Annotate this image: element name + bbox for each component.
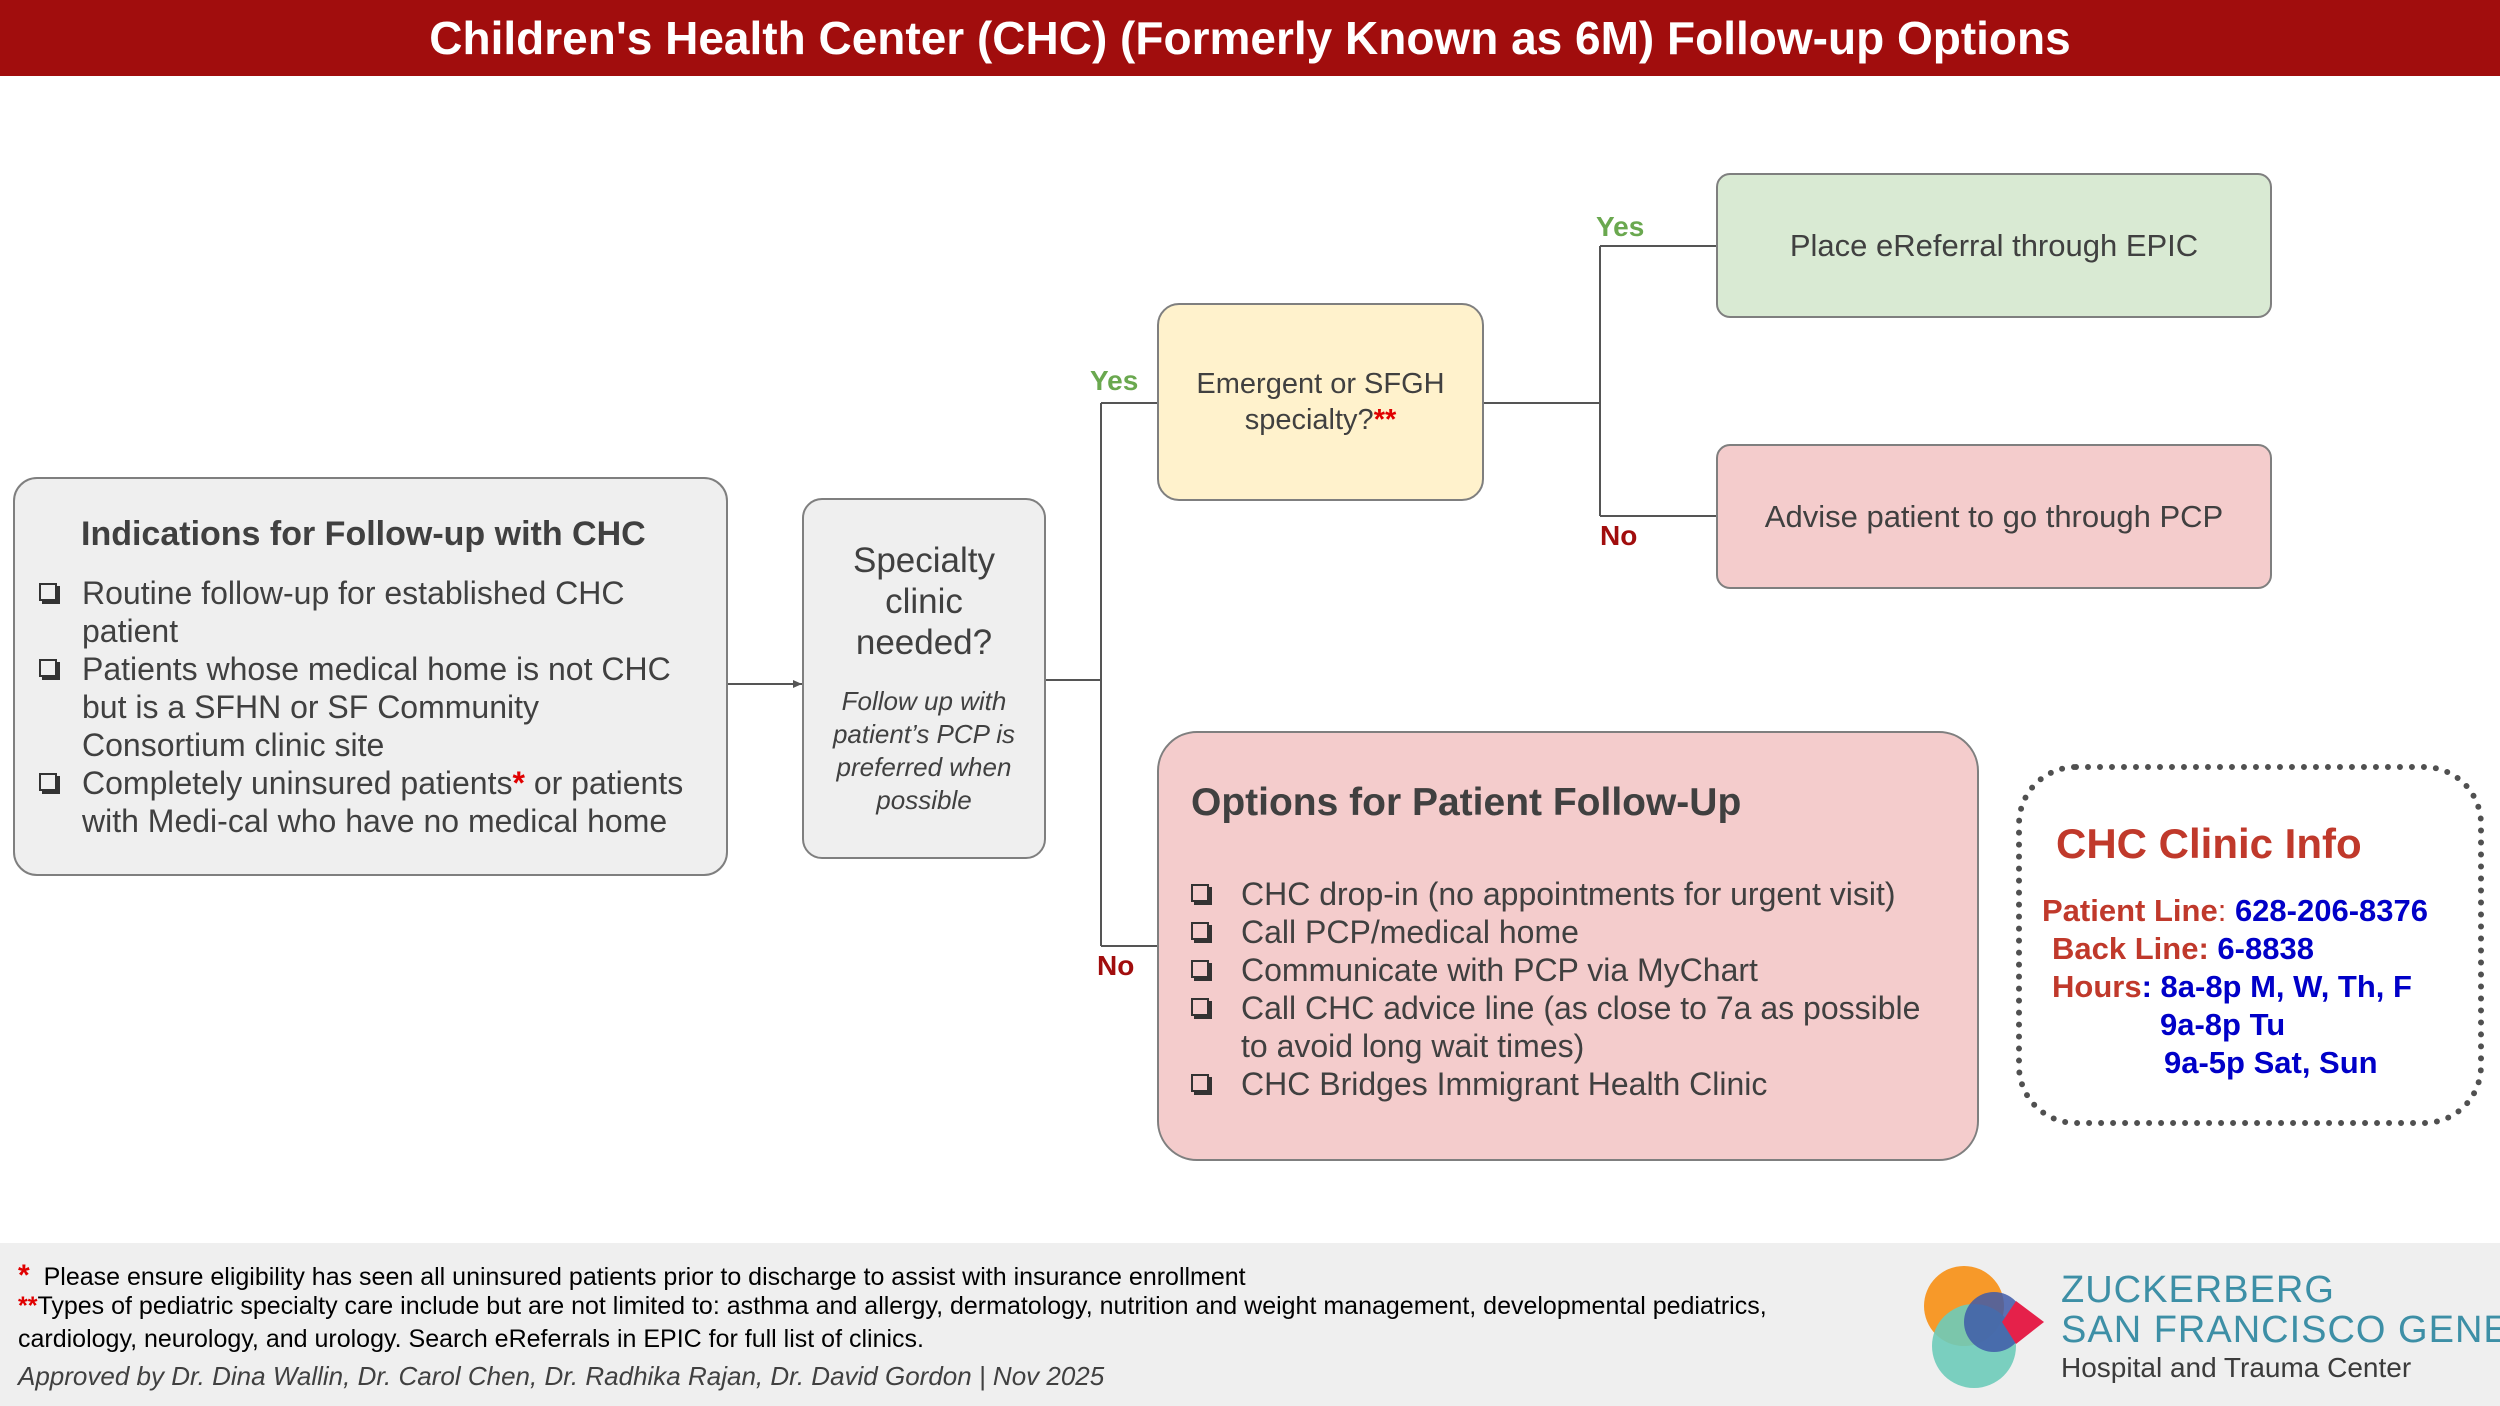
specialty-decision-box: Specialty clinic needed? Follow up with … (802, 498, 1046, 859)
patient-line-label: Patient Line (2042, 893, 2218, 928)
hours-row: Hours: 8a-8p M, W, Th, F (2052, 969, 2412, 1004)
footer: * Please ensure eligibility has seen all… (0, 1243, 2500, 1406)
specialty-star-marker: ** (1373, 404, 1397, 436)
yes-label-emergent: Yes (1596, 211, 1645, 242)
option-text: Call PCP/medical home (1241, 914, 1579, 950)
footnote-2-text-continued: cardiology, neurology, and urology. Sear… (18, 1325, 924, 1353)
checkbox-bullet-icon (1191, 884, 1209, 902)
hours-value: 8a-8p M, W, Th, F (2160, 969, 2412, 1004)
indication-text: Completely uninsured patients (82, 765, 513, 801)
indication-item: Routine follow-up for established CHC pa… (39, 574, 706, 650)
option-item: Call PCP/medical home (1191, 913, 1947, 951)
checkbox-bullet-icon (1191, 960, 1209, 978)
footnote-2: **Types of pediatric specialty care incl… (18, 1292, 1767, 1321)
option-item: Communicate with PCP via MyChart (1191, 951, 1947, 989)
hours-label: Hours (2052, 969, 2142, 1004)
logo-line-3: Hospital and Trauma Center (2061, 1352, 2412, 1383)
footnote-2-continued: cardiology, neurology, and urology. Sear… (18, 1325, 924, 1354)
logo-line-1: ZUCKERBERG (2061, 1269, 2335, 1311)
logo-line-2: SAN FRANCISCO GENERAL (2061, 1309, 2500, 1351)
ereferral-box: Place eReferral through EPIC (1716, 173, 2272, 318)
indications-list: Routine follow-up for established CHC pa… (39, 574, 706, 840)
option-item: CHC Bridges Immigrant Health Clinic (1191, 1065, 1947, 1103)
options-box: Options for Patient Follow-Up CHC drop-i… (1157, 731, 1979, 1161)
no-label-specialty: No (1097, 950, 1135, 981)
no-label-emergent: No (1600, 520, 1638, 551)
uninsured-star-marker: * (512, 765, 525, 801)
approval-line: Approved by Dr. Dina Wallin, Dr. Carol C… (18, 1361, 1105, 1391)
checkbox-bullet-icon (1191, 998, 1209, 1016)
clinic-info-title: CHC Clinic Info (2056, 820, 2362, 867)
option-text: Communicate with PCP via MyChart (1241, 952, 1758, 988)
checkbox-bullet-icon (39, 659, 57, 677)
option-item: Call CHC advice line (as close to 7a as … (1191, 989, 1947, 1065)
indication-item: Patients whose medical home is not CHC b… (39, 650, 706, 764)
specialty-note: Follow up with patient’s PCP is preferre… (832, 686, 1016, 815)
footnote-1: * Please ensure eligibility has seen all… (18, 1259, 1246, 1293)
clinic-info-panel: CHC Clinic Info Patient Line: 628-206-83… (2016, 764, 2484, 1126)
indications-box: Indications for Follow-up with CHC Routi… (13, 477, 728, 876)
footnote-1-star: * (18, 1259, 30, 1292)
yes-label-specialty: Yes (1090, 365, 1139, 396)
option-item: CHC drop-in (no appointments for urgent … (1191, 875, 1947, 913)
checkbox-bullet-icon (1191, 1074, 1209, 1092)
hours-value: 9a-5p Sat, Sun (2164, 1045, 2378, 1080)
ereferral-text: Place eReferral through EPIC (1789, 227, 2199, 263)
option-text: CHC Bridges Immigrant Health Clinic (1241, 1066, 1768, 1102)
checkbox-bullet-icon (39, 773, 57, 791)
zsfg-logo: ZUCKERBERG SAN FRANCISCO GENERAL Hospita… (1916, 1258, 2500, 1398)
patient-line-row: Patient Line: 628-206-8376 (2042, 893, 2428, 928)
option-text: Call CHC advice line (as close to 7a as … (1241, 990, 1921, 1064)
indication-text: Patients whose medical home is not CHC b… (82, 651, 671, 763)
zsfg-logo-icon (1924, 1266, 2044, 1388)
indication-text: Routine follow-up for established CHC pa… (82, 575, 625, 649)
back-line-value: 6-8838 (2217, 931, 2314, 966)
emergent-question-text: Emergent or SFGH specialty? (1196, 368, 1445, 436)
back-line-row: Back Line: 6-8838 (2042, 930, 2478, 968)
zsfg-logo-text: ZUCKERBERG SAN FRANCISCO GENERAL Hospita… (2061, 1270, 2500, 1386)
advise-pcp-box: Advise patient to go through PCP (1716, 444, 2272, 589)
emergent-decision-box: Emergent or SFGH specialty?** (1157, 303, 1484, 501)
indication-item: Completely uninsured patients* or patien… (39, 764, 706, 840)
emergent-question: Emergent or SFGH specialty?** (1159, 366, 1482, 438)
patient-line-value: 628-206-8376 (2234, 893, 2428, 928)
header-bar: Children's Health Center (CHC) (Formerly… (0, 0, 2500, 76)
hours-row: 9a-5p Sat, Sun (2042, 1044, 2478, 1082)
options-list: CHC drop-in (no appointments for urgent … (1191, 875, 1947, 1103)
checkbox-bullet-icon (1191, 922, 1209, 940)
checkbox-bullet-icon (39, 583, 57, 601)
page-title: Children's Health Center (CHC) (Formerly… (429, 12, 2071, 64)
footnote-2-text: Types of pediatric specialty care includ… (37, 1292, 1767, 1320)
indications-title: Indications for Follow-up with CHC (81, 515, 646, 553)
back-line-label: Back Line: (2052, 931, 2209, 966)
footnote-2-star: ** (18, 1292, 38, 1320)
options-title: Options for Patient Follow-Up (1191, 781, 1742, 824)
hours-value: 9a-8p Tu (2160, 1007, 2286, 1042)
option-text: CHC drop-in (no appointments for urgent … (1241, 876, 1896, 912)
specialty-question: Specialty clinic needed? (852, 541, 996, 662)
advise-text: Advise patient to go through PCP (1764, 498, 2224, 534)
hours-row: 9a-8p Tu (2042, 1006, 2478, 1044)
indication-text-rest: or patients with Medi-cal who have no me… (82, 765, 684, 839)
footnote-1-text: Please ensure eligibility has seen all u… (43, 1263, 1246, 1291)
